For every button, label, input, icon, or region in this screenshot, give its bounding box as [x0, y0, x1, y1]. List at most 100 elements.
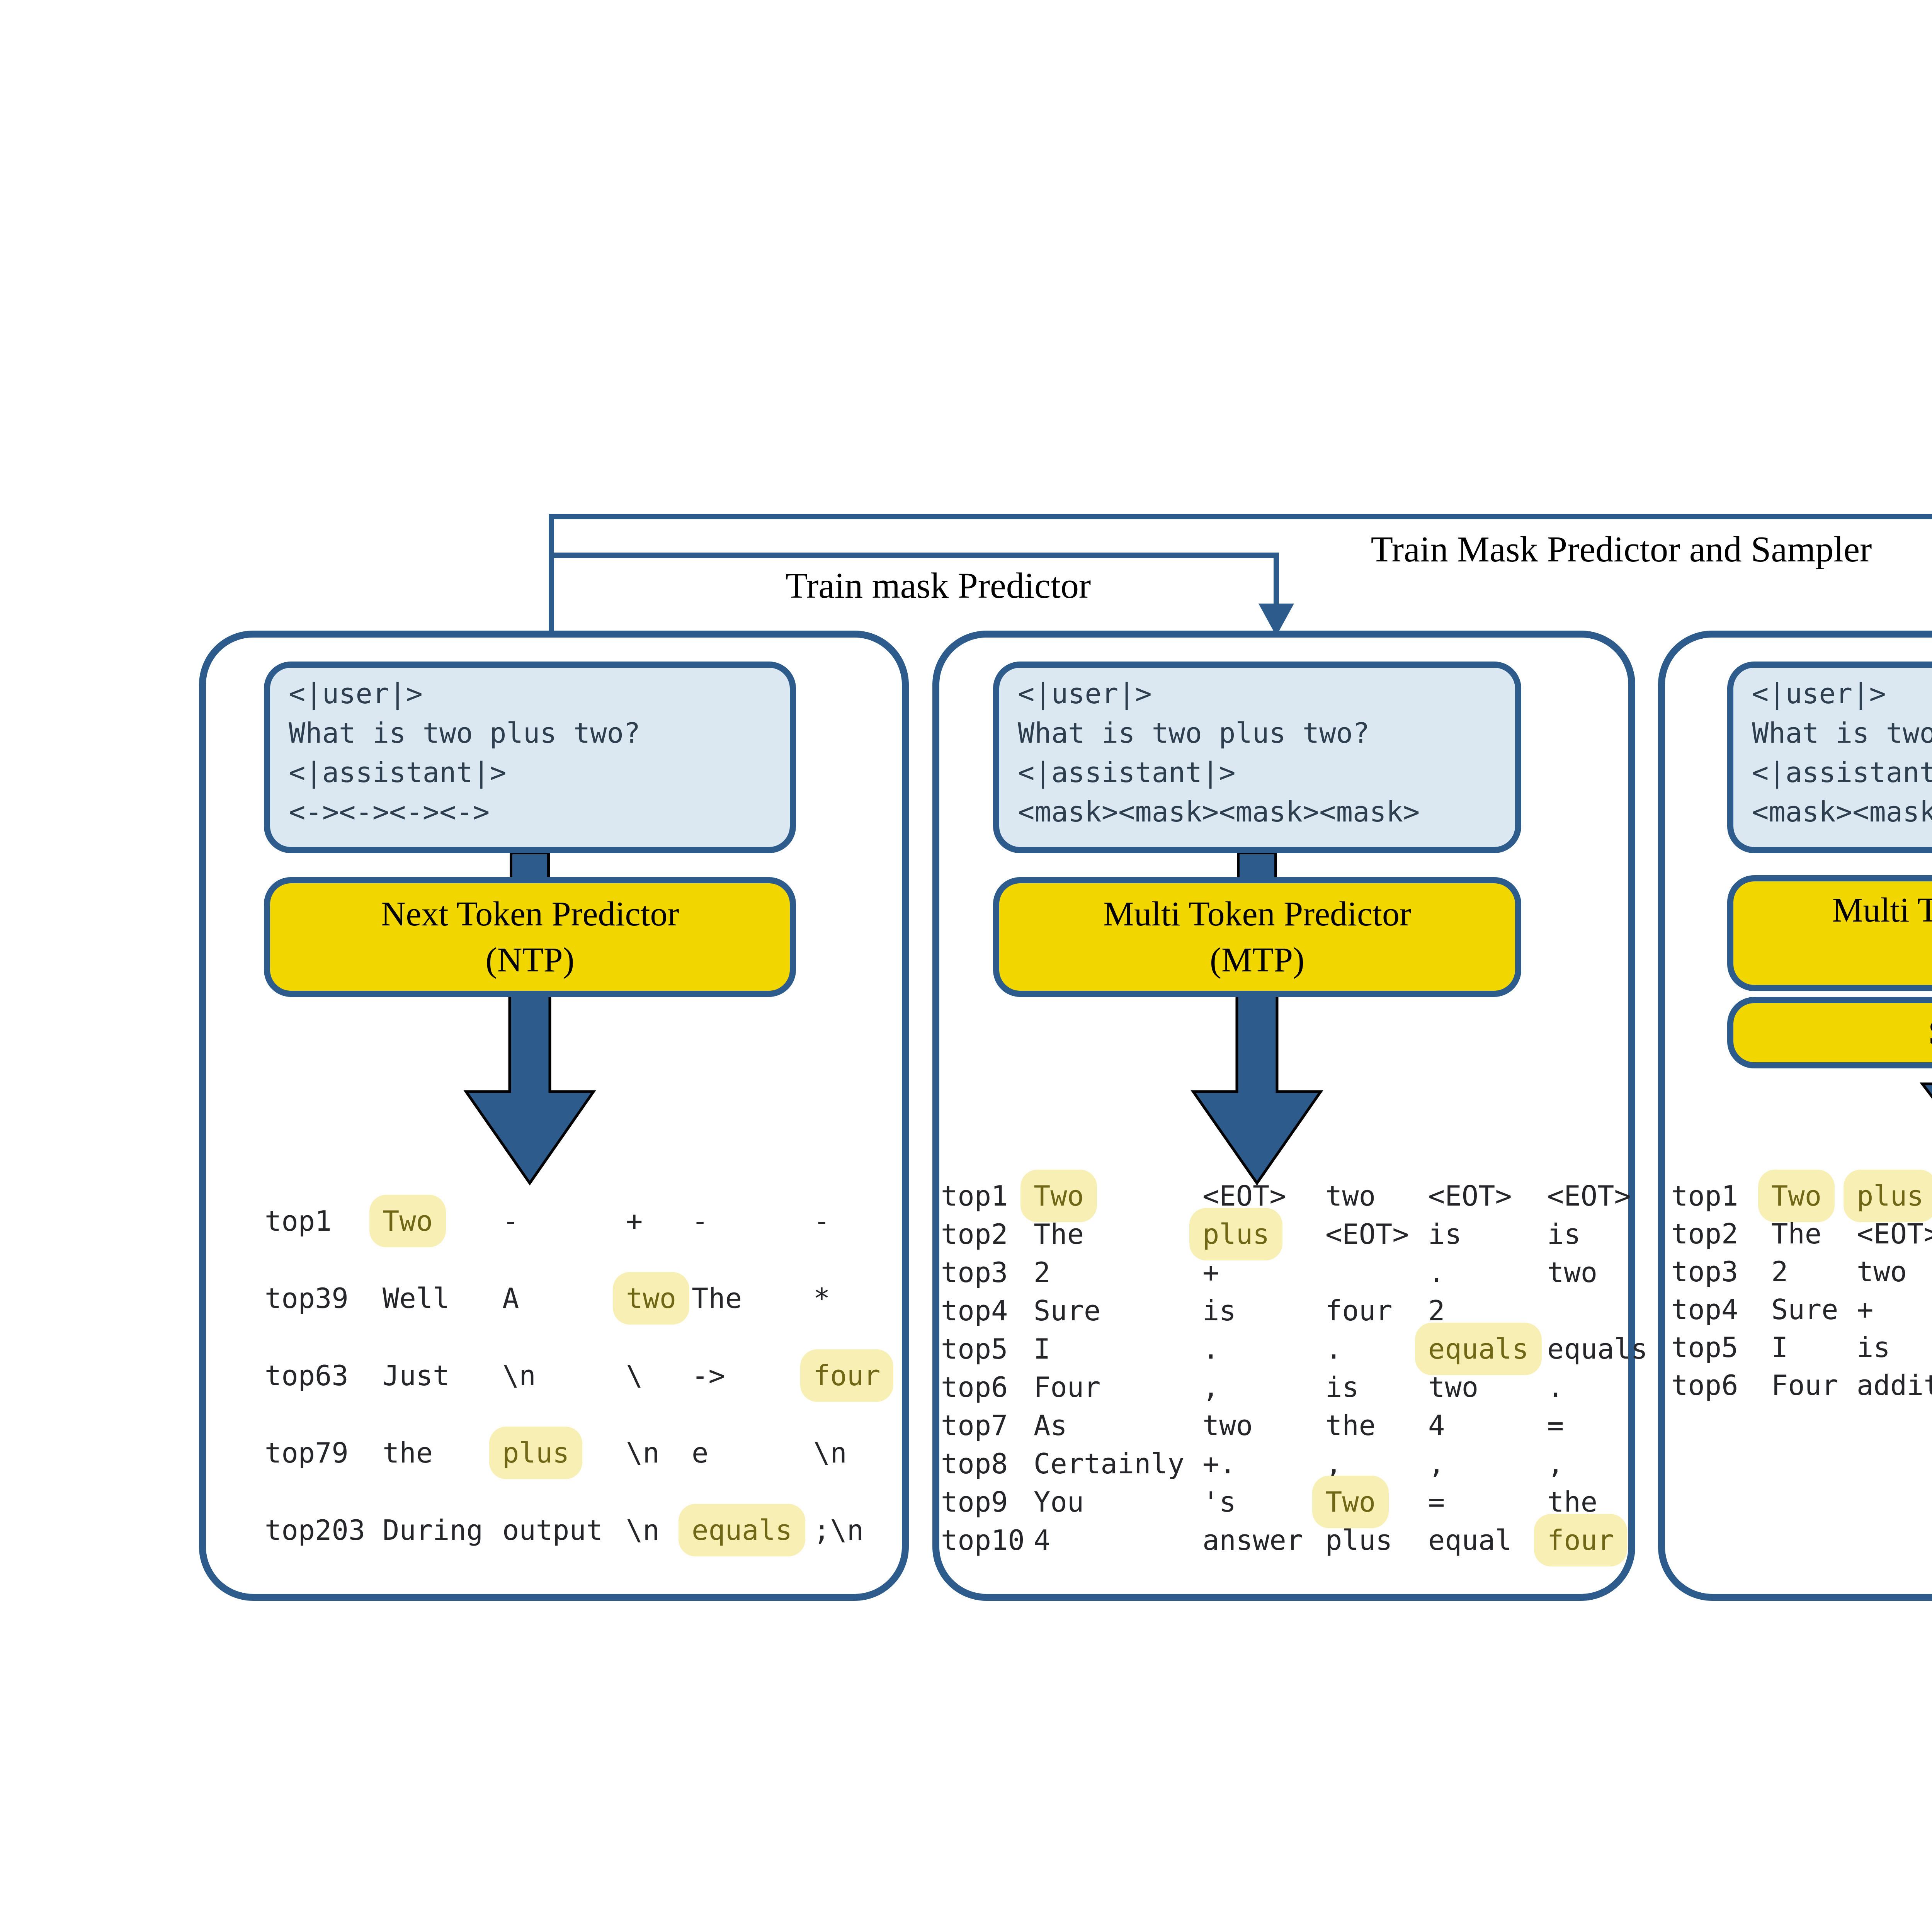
box-connector [510, 852, 550, 881]
token-cell: You [1034, 1486, 1084, 1518]
token-cell: plus [489, 1427, 583, 1479]
sampler-label: Sampler [1928, 1014, 1932, 1052]
token-cell: Certainly [1034, 1447, 1185, 1480]
token-cell: \n [626, 1437, 660, 1469]
row-label: top3 [941, 1256, 1008, 1289]
token-cell: is [1325, 1371, 1359, 1403]
token-cell: 2 [1428, 1294, 1445, 1327]
predictor-title: Multi Token Predictor [1832, 891, 1932, 929]
token-cell: Well [383, 1282, 450, 1315]
token-cell: answer [1202, 1524, 1303, 1556]
row-label: top9 [941, 1486, 1008, 1518]
label-train-mask-predictor-and-sampler: Train Mask Predictor and Sampler [1371, 529, 1872, 570]
token-cell: the [1547, 1486, 1598, 1518]
token-cell: I [1771, 1331, 1788, 1364]
token-cell: the [383, 1437, 433, 1469]
token-cell: the [1325, 1409, 1376, 1442]
token-cell: 2 [1034, 1256, 1051, 1289]
token-cell: ;\n [813, 1514, 864, 1546]
token-cell: = [1428, 1486, 1445, 1518]
panel-next-token-predictor: <|user|> What is two plus two? <|assistant… [199, 631, 909, 1601]
row-label: top63 [265, 1359, 349, 1392]
panel-multi-token-predictor-sampler: <|user|>What is two plus two?<|assistant… [1658, 631, 1932, 1601]
predictor-title: Multi Token Predictor [1103, 895, 1411, 933]
row-label: top6 [941, 1371, 1008, 1403]
prompt-line: <|user|> [1018, 677, 1152, 710]
row-label: top2 [941, 1218, 1008, 1250]
token-cell: <EOT> [1325, 1218, 1409, 1250]
token-cell: - [813, 1205, 830, 1237]
token-cell: equal [1428, 1524, 1512, 1556]
token-cell: two [1202, 1409, 1253, 1442]
row-label: top6 [1671, 1369, 1738, 1401]
predictor-box: Multi Token Predictor (MTP) [993, 877, 1521, 997]
token-cell: Four [1034, 1371, 1101, 1403]
token-cell: equals [1415, 1323, 1542, 1375]
token-cell: . [1325, 1333, 1342, 1365]
token-cell: \ [626, 1359, 643, 1392]
token-cell: \n [502, 1359, 536, 1392]
token-cell: four [800, 1349, 894, 1402]
prompt-line: <|user|> [289, 677, 423, 710]
prompt-line: <|user|> [1752, 677, 1886, 710]
prompt-box: <|user|>What is two plus two?<|assistant… [1727, 662, 1932, 853]
token-cell: . [1428, 1256, 1445, 1289]
prompt-line: <mask><mask><mask><mask> [1018, 796, 1420, 828]
prompt-line: <|assistant|> [289, 756, 507, 789]
big-arrow-down-icon [463, 994, 596, 1186]
token-cell: equals [679, 1504, 806, 1556]
big-arrow-down-icon [1919, 1082, 1932, 1099]
token-cell: <EOT> [1428, 1180, 1512, 1212]
token-cell: Just [383, 1359, 450, 1392]
token-cell: - [502, 1205, 519, 1237]
predictor-box: Next Token Predictor (NTP) [264, 877, 796, 997]
row-label: top7 [941, 1409, 1008, 1442]
connector-line-sampler [549, 514, 1932, 519]
row-label: top5 [1671, 1331, 1738, 1364]
token-cell: , [1547, 1447, 1564, 1480]
row-label: top203 [265, 1514, 366, 1546]
token-cell: +. [1202, 1447, 1236, 1480]
prompt-box: <|user|> What is two plus two? <|assistant… [264, 662, 796, 853]
prompt-line: <mask><mask><mask><mask> [1752, 796, 1932, 828]
token-cell: four [1534, 1514, 1628, 1566]
token-cell: is [1202, 1294, 1236, 1327]
token-cell: - [692, 1205, 709, 1237]
row-label: top39 [265, 1282, 349, 1315]
token-cell: , [1428, 1447, 1445, 1480]
token-cell: + [626, 1205, 643, 1237]
token-cell: \n [626, 1514, 660, 1546]
token-cell: . [1202, 1333, 1219, 1365]
token-cell: 4 [1428, 1409, 1445, 1442]
token-table: top1Twoplustwo<EOT><EOT>top2The<EOT>four… [1658, 631, 1932, 1601]
token-cell: The [1771, 1218, 1822, 1250]
token-cell: , [1325, 1447, 1342, 1480]
prompt-line: What is two plus two? [289, 717, 641, 749]
token-cell: Two [1758, 1170, 1835, 1222]
token-cell: = [1547, 1409, 1564, 1442]
token-cell: addition [1857, 1369, 1932, 1401]
token-cell: two [1547, 1256, 1598, 1289]
token-cell: 2 [1771, 1255, 1788, 1288]
token-cell: two [1857, 1255, 1907, 1288]
prompt-line: <-><-><-><-> [289, 796, 490, 828]
row-label: top8 [941, 1447, 1008, 1480]
prompt-line: <|assistant|> [1018, 756, 1236, 789]
prompt-line: What is two plus two? [1752, 717, 1932, 749]
token-cell: two [1428, 1371, 1479, 1403]
token-cell: Two [369, 1195, 446, 1247]
token-cell: equals [1547, 1333, 1648, 1365]
token-cell: four [1325, 1294, 1393, 1327]
row-label: top1 [265, 1205, 332, 1237]
row-label: top1 [941, 1180, 1008, 1212]
row-label: top1 [1671, 1180, 1738, 1212]
token-cell: two [613, 1272, 690, 1325]
token-cell: is [1547, 1218, 1581, 1250]
predictor-abbrev: (MTP) [1210, 941, 1304, 979]
token-cell: is [1428, 1218, 1462, 1250]
token-cell: Sure [1034, 1294, 1101, 1327]
token-cell: two [1325, 1180, 1376, 1212]
